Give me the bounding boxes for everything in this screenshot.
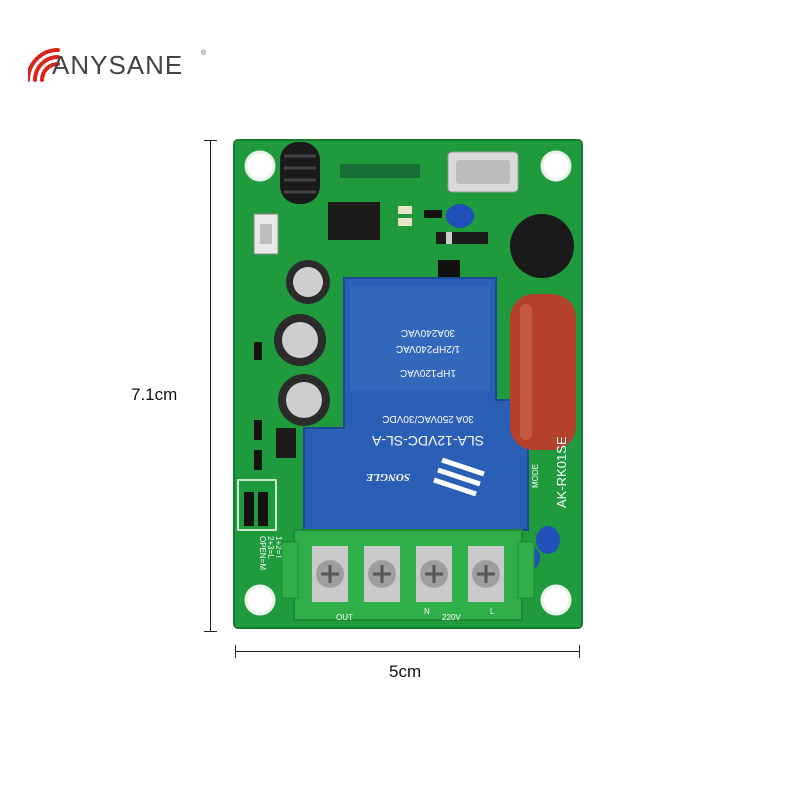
mode-jumper <box>237 479 277 531</box>
terminal-screw <box>416 546 452 602</box>
mounting-hole <box>244 150 276 182</box>
electrolytic-capacitor <box>274 314 326 366</box>
electrolytic-capacitor <box>286 260 330 304</box>
relay-rating: 30A 250VAC/30VDC <box>382 413 474 424</box>
mounting-hole <box>540 584 572 616</box>
mounting-hole <box>244 584 276 616</box>
terminal-screw <box>312 546 348 602</box>
registered-mark: ® <box>201 50 207 57</box>
height-dimension-cap-bottom <box>204 631 217 632</box>
signal-arc-inner <box>40 62 60 82</box>
terminal-label: OUT <box>336 613 353 622</box>
height-dimension-line <box>210 140 211 632</box>
coil-inductor <box>280 142 320 204</box>
ic-chip <box>328 202 380 240</box>
terminal-label: 220V <box>442 613 461 622</box>
terminal-screw <box>364 546 400 602</box>
ceramic-capacitor <box>446 204 474 228</box>
jumper-label: OPEN=M <box>258 536 267 570</box>
relay-brand: SONGLE <box>366 471 410 483</box>
diode <box>436 232 488 244</box>
board-model: AK-RK01SE <box>554 436 569 508</box>
width-label: 5cm <box>389 662 422 681</box>
relay-rating: 1HP120VAC <box>400 367 456 378</box>
bridge-rectifier <box>510 214 574 278</box>
terminal-screw <box>468 546 504 602</box>
terminal-label: L <box>490 607 495 616</box>
relay-rating: 30A240VAC <box>401 327 455 338</box>
pairing-button <box>253 213 279 255</box>
ceramic-capacitor <box>536 526 560 554</box>
signal-arc-middle <box>33 55 60 82</box>
height-dimension-cap-top <box>204 140 217 141</box>
jumper-label: 1+2=T <box>274 536 283 559</box>
film-capacitor <box>510 294 576 450</box>
terminal-label: N <box>424 607 430 616</box>
width-dimension-cap-right <box>579 645 580 658</box>
height-label: 7.1cm <box>131 385 178 404</box>
jumper-label: 2+3=L <box>266 536 275 559</box>
relay-board-photo: 1+2=T 2+3=L OPEN=M SLA-12VDC-SL-A 30A 25… <box>233 139 583 629</box>
signal-arc-outer <box>28 48 60 82</box>
brand-logo <box>28 48 60 82</box>
relay-model: SLA-12VDC-SL-A <box>371 433 484 449</box>
electrolytic-capacitor <box>278 374 330 426</box>
mode-label: MODE <box>531 464 540 488</box>
brand-name: ANYSANE <box>52 50 184 80</box>
width-dimension-cap-left <box>235 645 236 658</box>
mounting-hole <box>540 150 572 182</box>
relay: SLA-12VDC-SL-A 30A 250VAC/30VDC 1HP120VA… <box>303 277 529 531</box>
relay-rating: 1/2HP240VAC <box>396 343 460 354</box>
width-dimension-line <box>235 651 580 652</box>
